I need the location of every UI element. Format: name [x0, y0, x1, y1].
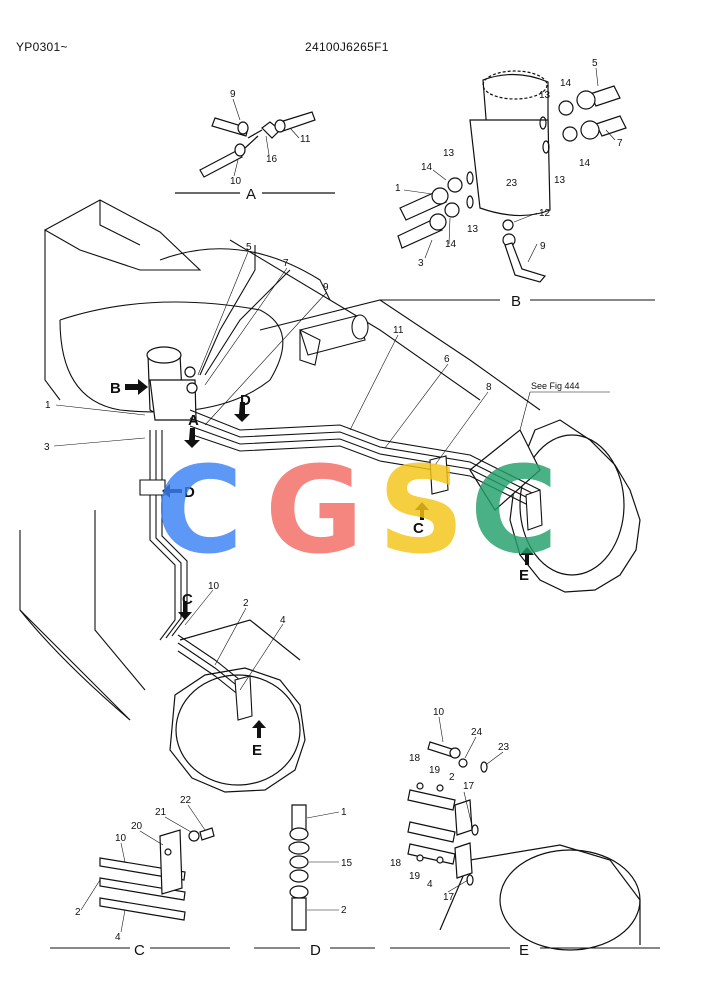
callout-4: 4 — [280, 615, 286, 626]
view-e-callouts: 10 24 23 18 19 2 17 18 19 4 17 E — [390, 707, 529, 959]
arrow-c-left-label: C — [182, 591, 193, 608]
view-c-callouts: 10 20 21 22 2 4 C — [75, 795, 192, 959]
callout-23: 23 — [498, 742, 510, 753]
callout-1: 1 — [45, 400, 51, 411]
callout-5: 5 — [592, 58, 598, 69]
arrow-e-right — [520, 547, 534, 565]
callout-21: 21 — [155, 807, 167, 818]
view-a-detail — [175, 111, 335, 194]
arrow-d-left — [162, 484, 182, 498]
callout-2: 2 — [75, 907, 81, 918]
arrow-c-right-label: C — [413, 520, 424, 537]
view-a-callouts: 9 10 11 16 A — [230, 89, 311, 203]
arrow-d-top-label: D — [240, 392, 251, 409]
watermark-letter-g: G — [265, 442, 364, 581]
callout-16: 16 — [266, 154, 278, 165]
view-c-label: C — [134, 942, 145, 959]
callout-10: 10 — [433, 707, 445, 718]
machine-frame — [19, 199, 541, 721]
hydraulic-lines — [139, 245, 543, 721]
arrow-c-left — [178, 601, 192, 620]
callout-18: 18 — [409, 753, 421, 764]
arrow-e-left-label: E — [252, 742, 262, 759]
view-c-detail — [50, 827, 230, 949]
callout-13: 13 — [554, 175, 566, 186]
swivel-joint — [146, 346, 198, 421]
arrow-c-right — [415, 502, 429, 520]
callout-4: 4 — [115, 932, 121, 943]
callout-12: 12 — [539, 208, 551, 219]
arrow-a-label: A — [188, 412, 199, 429]
callout-15: 15 — [341, 858, 353, 869]
cgsc-watermark: C G S C — [155, 442, 558, 581]
callout-8: 8 — [486, 382, 492, 393]
callout-2: 2 — [449, 772, 455, 783]
callout-13: 13 — [443, 148, 455, 159]
callout-2: 2 — [243, 598, 249, 609]
callout-11: 11 — [300, 134, 311, 145]
watermark-letter-c2: C — [470, 442, 558, 581]
view-d-label: D — [310, 942, 321, 959]
callout-13: 13 — [539, 90, 551, 101]
arrow-d-top — [234, 402, 250, 422]
callout-10: 10 — [115, 833, 127, 844]
callout-10: 10 — [208, 581, 220, 592]
left-wheel — [169, 619, 306, 793]
arrow-d-left-label: D — [184, 484, 195, 501]
callout-19: 19 — [409, 871, 421, 882]
callout-7: 7 — [283, 258, 289, 269]
watermark-letter-c1: C — [155, 442, 243, 581]
view-e-label: E — [519, 942, 529, 959]
callout-23: 23 — [506, 178, 518, 189]
callout-14: 14 — [421, 162, 433, 173]
main-callouts: 1 3 5 7 9 11 6 8 10 2 4 — [44, 242, 492, 626]
arrow-b-label: B — [110, 380, 121, 397]
drawing-part-number: 24100J6265F1 — [305, 40, 389, 54]
right-wheel — [469, 419, 641, 593]
callout-9: 9 — [540, 241, 546, 252]
view-a-label: A — [246, 186, 256, 203]
callout-14: 14 — [579, 158, 591, 169]
callout-1: 1 — [341, 807, 347, 818]
view-b-detail — [397, 70, 627, 283]
view-b-label: B — [511, 293, 521, 310]
view-e-detail — [390, 741, 660, 951]
view-b-callouts: 1 3 5 7 9 12 13 13 13 13 14 14 14 14 23 … — [395, 58, 623, 310]
callout-13: 13 — [467, 224, 479, 235]
callout-1: 1 — [395, 183, 401, 194]
view-d-callouts: 1 15 2 D — [310, 807, 353, 959]
see-fig-note: See Fig 444 — [531, 381, 580, 391]
arrow-a — [184, 428, 200, 448]
callout-19: 19 — [429, 765, 441, 776]
callout-4: 4 — [427, 879, 433, 890]
callout-22: 22 — [180, 795, 192, 806]
watermark-letter-s: S — [378, 442, 464, 581]
callout-9: 9 — [323, 282, 329, 293]
callout-9: 9 — [230, 89, 236, 100]
drawing-code-left: YP0301~ — [16, 40, 68, 54]
arrow-e-right-label: E — [519, 567, 529, 584]
callout-17: 17 — [463, 781, 475, 792]
reference-note: See Fig 444 — [519, 381, 610, 431]
callout-3: 3 — [44, 442, 50, 453]
view-d-detail — [254, 804, 375, 949]
callout-14: 14 — [560, 78, 572, 89]
callout-17: 17 — [443, 892, 455, 903]
callout-7: 7 — [617, 138, 623, 149]
arrow-e-left — [252, 720, 266, 738]
callout-10: 10 — [230, 176, 242, 187]
view-arrows: B A D D C C E E — [110, 379, 534, 759]
callout-3: 3 — [418, 258, 424, 269]
callout-20: 20 — [131, 821, 143, 832]
callout-2: 2 — [341, 905, 347, 916]
callout-18: 18 — [390, 858, 402, 869]
callout-24: 24 — [471, 727, 483, 738]
callout-14: 14 — [445, 239, 457, 250]
callout-5: 5 — [246, 242, 252, 253]
callout-11: 11 — [393, 325, 404, 336]
arrow-b — [125, 379, 148, 395]
callout-6: 6 — [444, 354, 450, 365]
